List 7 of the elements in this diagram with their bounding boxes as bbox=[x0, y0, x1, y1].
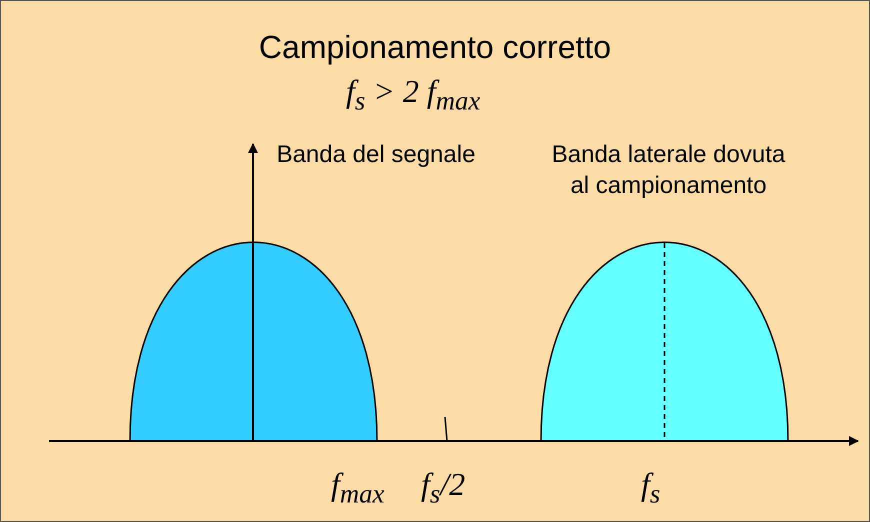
title: Campionamento corretto bbox=[258, 29, 612, 66]
axis-label: f$_{s}$ bbox=[641, 466, 660, 510]
band-caption: Banda laterale dovuta al campionamento bbox=[550, 140, 786, 202]
axis-label: f$_{s}$/2 bbox=[421, 466, 466, 510]
axis-label: f$_{max}$ bbox=[331, 466, 384, 510]
band-caption: Banda del segnale bbox=[276, 140, 476, 170]
condition-formula: f$_{s}$ > 2 f$_{max}$ bbox=[346, 73, 480, 116]
